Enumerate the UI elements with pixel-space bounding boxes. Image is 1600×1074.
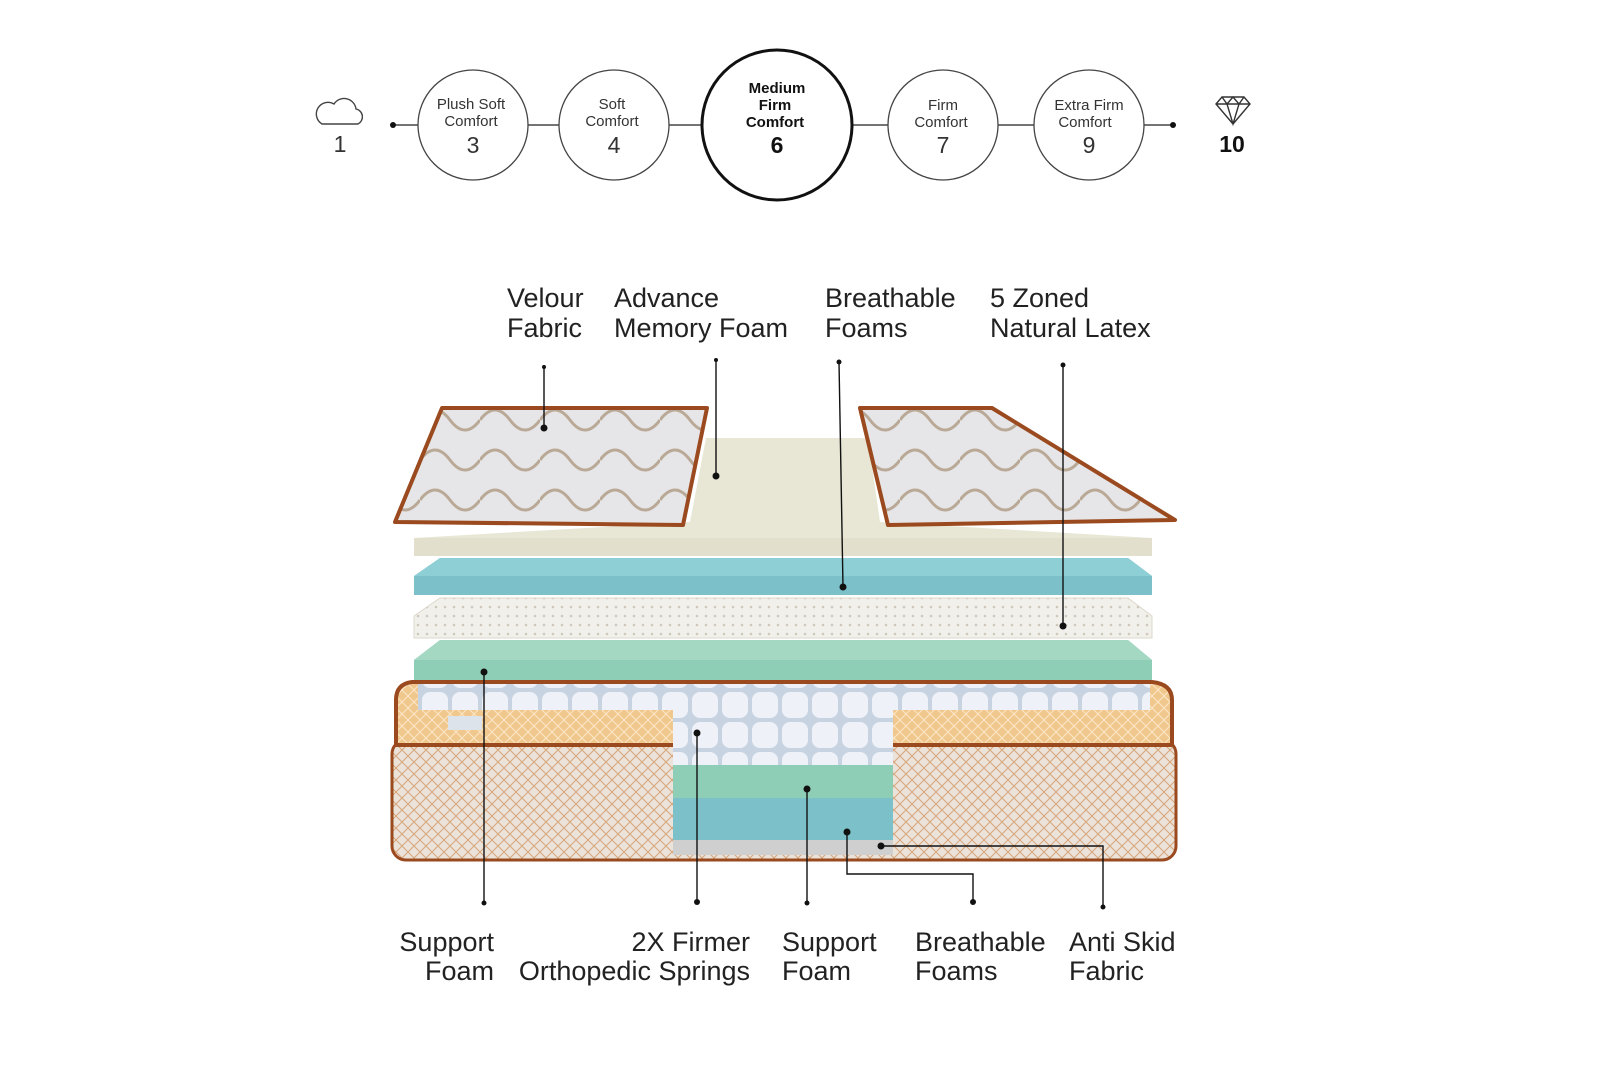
level-label: Comfort <box>585 113 639 130</box>
label-anti-skid-fabric: Fabric <box>1069 956 1144 986</box>
support-foam-layer <box>414 640 1152 680</box>
level-label: Firm <box>928 97 958 114</box>
support-foam-inner <box>673 765 893 798</box>
label-breathable-foams-bottom: Foams <box>915 956 998 986</box>
breathable-foam-inner <box>673 798 893 840</box>
label-anti-skid-fabric: Anti Skid <box>1069 927 1176 957</box>
label-velour-fabric: Fabric <box>507 313 582 343</box>
memory-foam-layer <box>414 438 1152 556</box>
level-medium-firm-selected[interactable]: Medium Firm Comfort 6 <box>700 48 854 202</box>
level-label: Medium <box>749 80 806 97</box>
level-label: Extra Firm <box>1054 97 1123 114</box>
breathable-foam-layer <box>414 558 1152 595</box>
velour-cover-left <box>393 406 709 527</box>
scale-max-value: 10 <box>1219 131 1245 157</box>
level-value: 3 <box>467 132 480 158</box>
label-memory-foam: Advance <box>614 283 719 313</box>
level-label: Comfort <box>746 114 804 131</box>
level-label: Firm <box>759 97 792 114</box>
firmness-scale: 1 10 Plush Soft Comfort 3 Soft Comfort 4… <box>315 48 1251 202</box>
latex-layer <box>413 597 1153 639</box>
label-orthopedic-springs: 2X Firmer <box>631 927 750 957</box>
label-breathable-foams-top: Foams <box>825 313 908 343</box>
level-plush-soft[interactable]: Plush Soft Comfort 3 <box>417 69 529 181</box>
label-orthopedic-springs: Orthopedic Springs <box>519 956 750 986</box>
level-value: 7 <box>937 132 950 158</box>
orthopedic-springs <box>673 700 893 765</box>
leader-lines <box>480 358 1106 910</box>
level-value: 9 <box>1083 132 1096 158</box>
level-label: Comfort <box>914 114 968 131</box>
brand-tag <box>448 716 482 730</box>
label-breathable-foams-top: Breathable <box>825 283 956 313</box>
level-label: Comfort <box>1058 114 1112 131</box>
label-breathable-foams-bottom: Breathable <box>915 927 1046 957</box>
bottom-labels: Support Foam 2X Firmer Orthopedic Spring… <box>399 927 1175 986</box>
level-soft[interactable]: Soft Comfort 4 <box>558 69 670 181</box>
level-value: 4 <box>608 132 621 158</box>
level-extra-firm[interactable]: Extra Firm Comfort 9 <box>1033 69 1145 181</box>
label-memory-foam: Memory Foam <box>614 313 788 343</box>
label-natural-latex: 5 Zoned <box>990 283 1089 313</box>
level-label: Soft <box>599 96 627 113</box>
scale-start-dot <box>390 122 396 128</box>
label-support-foam-outer: Foam <box>425 956 494 986</box>
top-labels: Velour Fabric Advance Memory Foam Breath… <box>507 283 1151 343</box>
velour-cover-right <box>858 406 1177 527</box>
cutaway-section <box>673 700 893 855</box>
cloud-icon <box>315 97 364 125</box>
scale-end-dot <box>1170 122 1176 128</box>
level-label: Plush Soft <box>437 96 506 113</box>
label-support-foam-inner: Foam <box>782 956 851 986</box>
level-label: Comfort <box>444 113 498 130</box>
label-support-foam-outer: Support <box>399 927 494 957</box>
level-value: 6 <box>771 132 784 158</box>
anti-skid-fabric <box>673 840 893 855</box>
label-velour-fabric: Velour <box>507 283 584 313</box>
level-firm[interactable]: Firm Comfort 7 <box>887 69 999 181</box>
label-natural-latex: Natural Latex <box>990 313 1151 343</box>
mattress-illustration <box>390 406 1178 862</box>
scale-min-value: 1 <box>334 131 347 157</box>
diamond-icon <box>1215 95 1251 127</box>
label-support-foam-inner: Support <box>782 927 877 957</box>
